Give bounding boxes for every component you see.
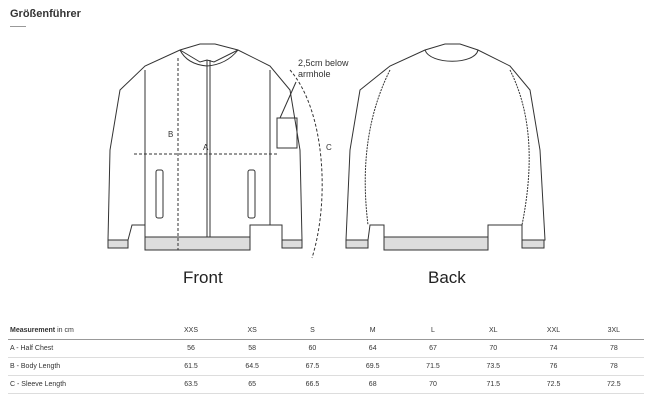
armhole-note: 2,5cm below armhole [298, 58, 349, 79]
table-row: A - Half Chest 56 58 60 64 67 70 74 78 [8, 340, 644, 358]
cell-value: 70 [489, 345, 498, 352]
back-jacket-drawing [345, 43, 546, 251]
measurement-b-label: B [168, 130, 174, 139]
size-header: M [369, 327, 376, 334]
cell-value: 73.5 [486, 363, 501, 370]
front-jacket-drawing [107, 43, 323, 259]
cell-value: 64.5 [245, 363, 259, 370]
table-header-row: Measurement in cm XXS XS S M L XL XXL 3X… [8, 322, 644, 340]
cell-value: 58 [248, 345, 257, 352]
size-header: 3XL [607, 327, 621, 334]
size-header: XXL [546, 327, 561, 334]
size-table: Measurement in cm XXS XS S M L XL XXL 3X… [8, 322, 644, 394]
cell-value: 67 [429, 345, 437, 352]
measurement-header: Measurement in cm [10, 327, 74, 334]
cell-value: 71.5 [486, 381, 501, 388]
cell-value: 76 [549, 363, 558, 370]
size-header: XXS [183, 327, 198, 334]
page-title: Größenführer [10, 8, 81, 20]
measurement-c-label: C [326, 143, 332, 152]
size-header: S [310, 327, 315, 334]
row-label: C - Sleeve Length [10, 381, 67, 388]
row-label: B - Body Length [10, 363, 61, 370]
cell-value: 66.5 [305, 381, 320, 388]
cell-value: 78 [609, 345, 618, 352]
cell-value: 72.5 [607, 381, 621, 388]
cell-value: 74 [549, 345, 558, 352]
row-label: A - Half Chest [10, 345, 54, 352]
table-row: B - Body Length 61.5 64.5 67.5 69.5 71.5 73.5 7… [8, 358, 644, 376]
cell-value: 68 [368, 381, 377, 388]
cell-value: 70 [429, 381, 437, 388]
cell-value: 69.5 [365, 363, 380, 370]
measurement-a-label: A [203, 143, 209, 152]
cell-value: 71.5 [426, 363, 440, 370]
size-header: XL [488, 327, 498, 334]
size-header: XS [247, 327, 257, 334]
cell-value: 72.5 [546, 381, 561, 388]
table-row: C - Sleeve Length 63.5 65 66.5 68 70 71.5 72.5 7… [8, 376, 644, 394]
cell-value: 67.5 [305, 363, 320, 370]
front-label: Front [183, 268, 223, 287]
cell-value: 56 [187, 345, 195, 352]
cell-value: 65 [248, 381, 257, 388]
size-header: L [431, 327, 435, 334]
cell-value: 61.5 [184, 363, 198, 370]
cell-value: 60 [308, 345, 317, 352]
jacket-diagram [107, 43, 546, 259]
title-underline [10, 26, 26, 27]
back-label: Back [428, 268, 466, 287]
cell-value: 64 [368, 345, 377, 352]
cell-value: 63.5 [184, 381, 198, 388]
cell-value: 78 [609, 363, 618, 370]
